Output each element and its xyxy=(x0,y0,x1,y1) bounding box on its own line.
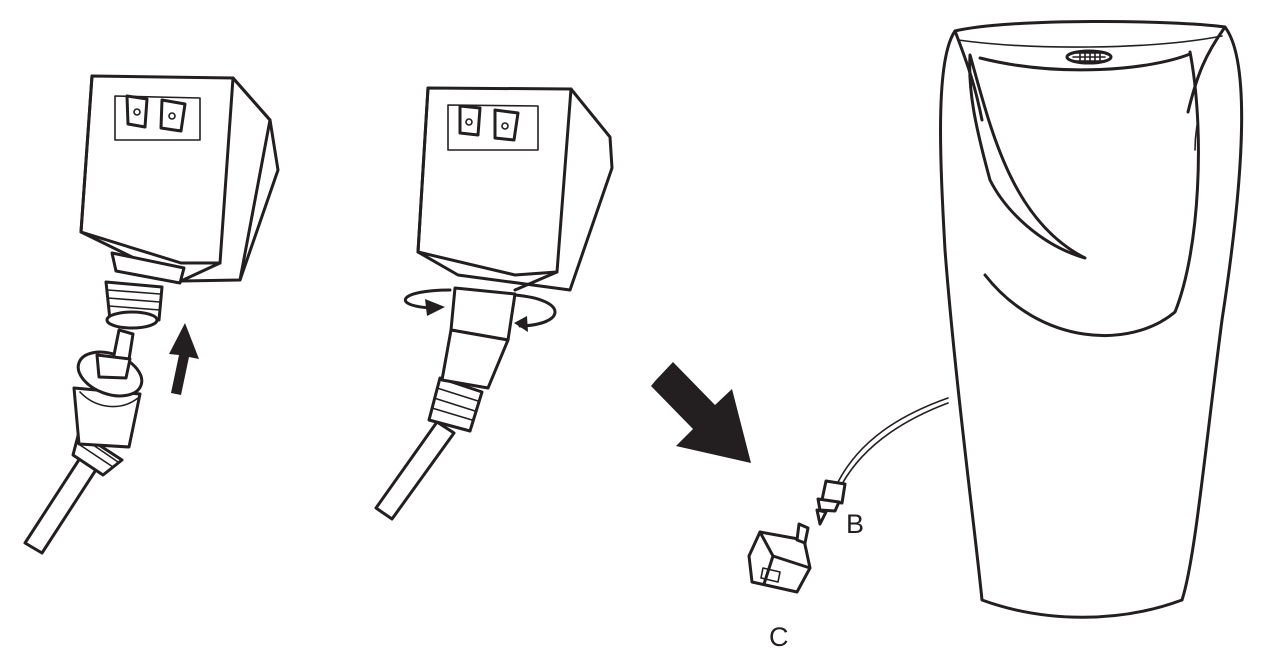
panel-tighten-collar xyxy=(374,86,614,521)
arrow-down-right-icon xyxy=(651,362,751,463)
fountain-body xyxy=(939,19,1244,619)
power-cable-2 xyxy=(374,420,456,521)
label-c: C xyxy=(769,622,789,652)
panel-connect-cord xyxy=(23,74,280,555)
panel-fountain xyxy=(747,19,1244,619)
adapter-c xyxy=(747,522,812,594)
rotate-arrows-icon xyxy=(404,288,557,332)
arrow-up-icon xyxy=(169,323,199,395)
tightened-collar xyxy=(440,286,517,390)
fountain-cord xyxy=(837,397,949,485)
power-adapter xyxy=(79,74,280,283)
cable-strain-relief-2 xyxy=(427,376,484,433)
power-adapter-2 xyxy=(416,86,614,292)
adapter-socket xyxy=(104,251,186,330)
cord-pin xyxy=(95,328,135,380)
connector-b xyxy=(815,479,847,526)
label-b: B xyxy=(846,509,865,539)
